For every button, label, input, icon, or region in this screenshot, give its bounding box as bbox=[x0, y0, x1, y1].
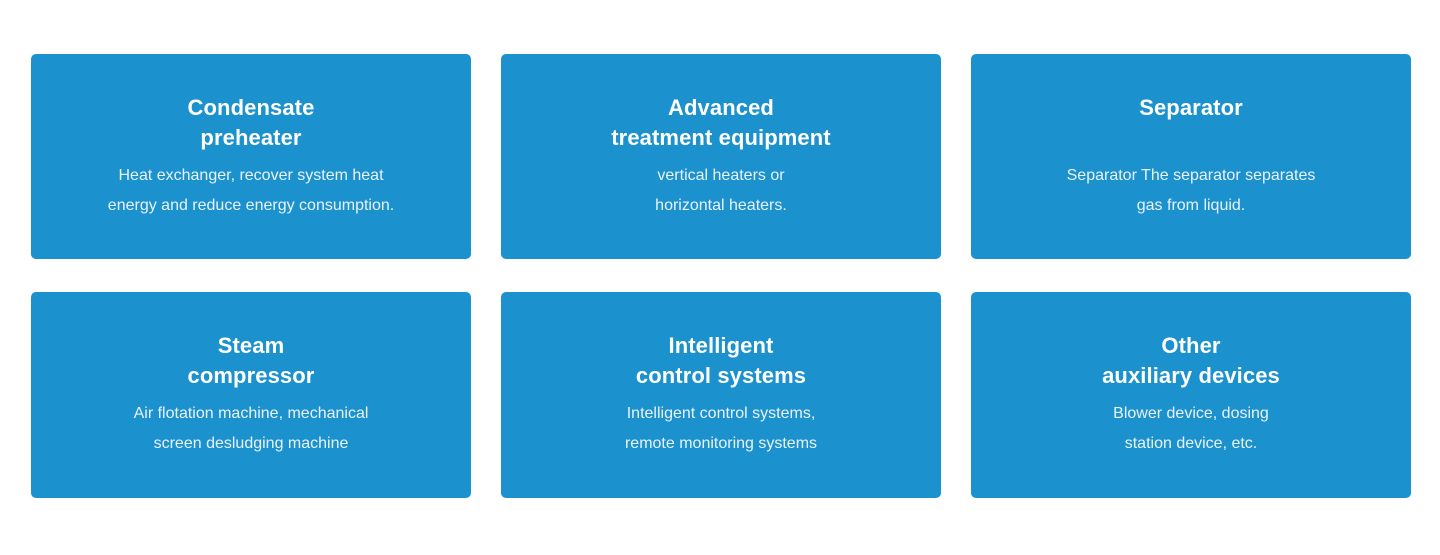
card-intelligent-control-systems[interactable]: Intelligent control systems Intelligent … bbox=[501, 292, 941, 498]
card-title: Condensate preheater bbox=[187, 95, 315, 150]
card-description: Intelligent control systems, remote moni… bbox=[624, 405, 818, 452]
card-description: Separator The separator separates gas fr… bbox=[1066, 167, 1316, 214]
card-description: Heat exchanger, recover system heat ener… bbox=[107, 167, 395, 214]
card-other-auxiliary-devices[interactable]: Other auxiliary devices Blower device, d… bbox=[971, 292, 1411, 498]
card-title: Other auxiliary devices bbox=[1102, 333, 1280, 388]
card-description: Air flotation machine, mechanical screen… bbox=[133, 405, 369, 452]
card-description: vertical heaters or horizontal heaters. bbox=[655, 167, 787, 214]
card-title: Intelligent control systems bbox=[635, 333, 807, 388]
card-title: Advanced treatment equipment bbox=[611, 95, 831, 150]
card-condensate-preheater[interactable]: Condensate preheater Heat exchanger, rec… bbox=[31, 54, 471, 259]
card-advanced-treatment-equipment[interactable]: Advanced treatment equipment vertical he… bbox=[501, 54, 941, 259]
card-title: Steam compressor bbox=[187, 333, 315, 388]
card-description: Blower device, dosing station device, et… bbox=[1113, 405, 1269, 452]
card-steam-compressor[interactable]: Steam compressor Air flotation machine, … bbox=[31, 292, 471, 498]
card-separator[interactable]: Separator Separator The separator separa… bbox=[971, 54, 1411, 259]
card-title: Separator bbox=[1139, 95, 1243, 120]
